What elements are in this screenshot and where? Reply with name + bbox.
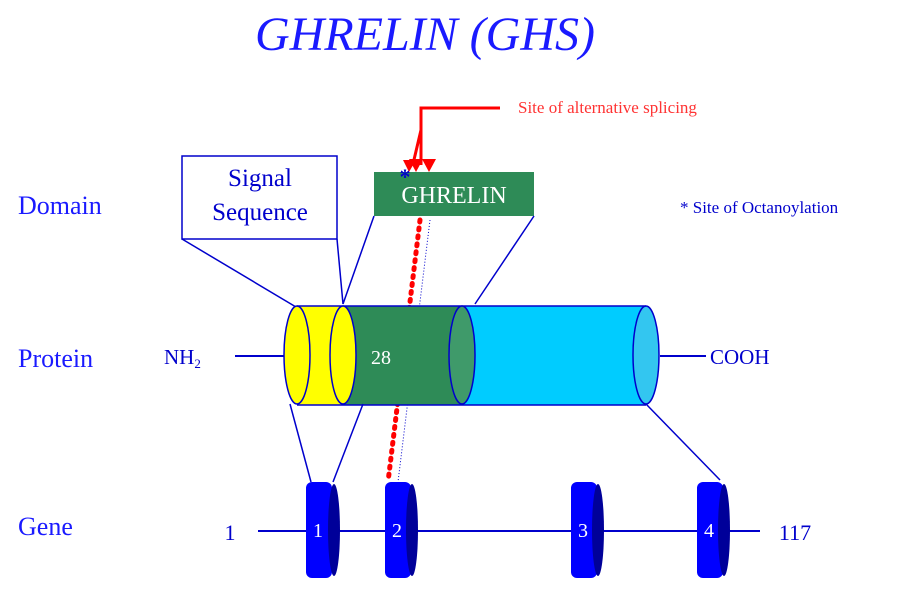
thin-dotted-line [397,219,431,483]
ghrelin-length-label: 28 [371,347,391,369]
ghrelin-domain-label: GHRELIN [401,183,506,209]
splicing-site-label: Site of alternative splicing [518,98,697,117]
gene-connector-lines [289,403,721,483]
row-label-protein: Protein [18,344,93,373]
ghrelin-domain-box [374,172,534,216]
protein-cylinder [235,305,706,406]
signal-sequence-box [181,155,338,240]
svg-text:2: 2 [392,520,402,542]
exon-3: 3 [571,482,604,578]
domain-connector-lines [181,215,535,308]
exon-4: 4 [697,482,730,578]
svg-text:4: 4 [704,520,714,542]
exon-1: 1 [306,482,340,578]
gene-end-label: 117 [779,520,811,545]
exon-2: 2 [385,482,418,578]
signal-sequence-label-line1: Signal [228,165,292,192]
signal-sequence-label-line2: Sequence [212,199,308,226]
octanoylation-site-marker: * [400,164,411,189]
c-terminus-label: COOH [710,345,770,369]
gene-start-label: 1 [225,520,236,545]
row-label-domain: Domain [18,191,102,220]
octanoylation-note: * Site of Octanoylation [680,198,839,217]
svg-text:3: 3 [578,520,588,542]
ghrelin-protein-segment [343,306,462,405]
mature-protein-segment [462,306,646,405]
svg-text:1: 1 [313,520,323,542]
page-title: GHRELIN (GHS) [255,8,595,61]
row-label-gene: Gene [18,512,73,541]
n-terminus-label: NH2 [164,345,201,371]
splice-site-arrow [403,106,500,172]
